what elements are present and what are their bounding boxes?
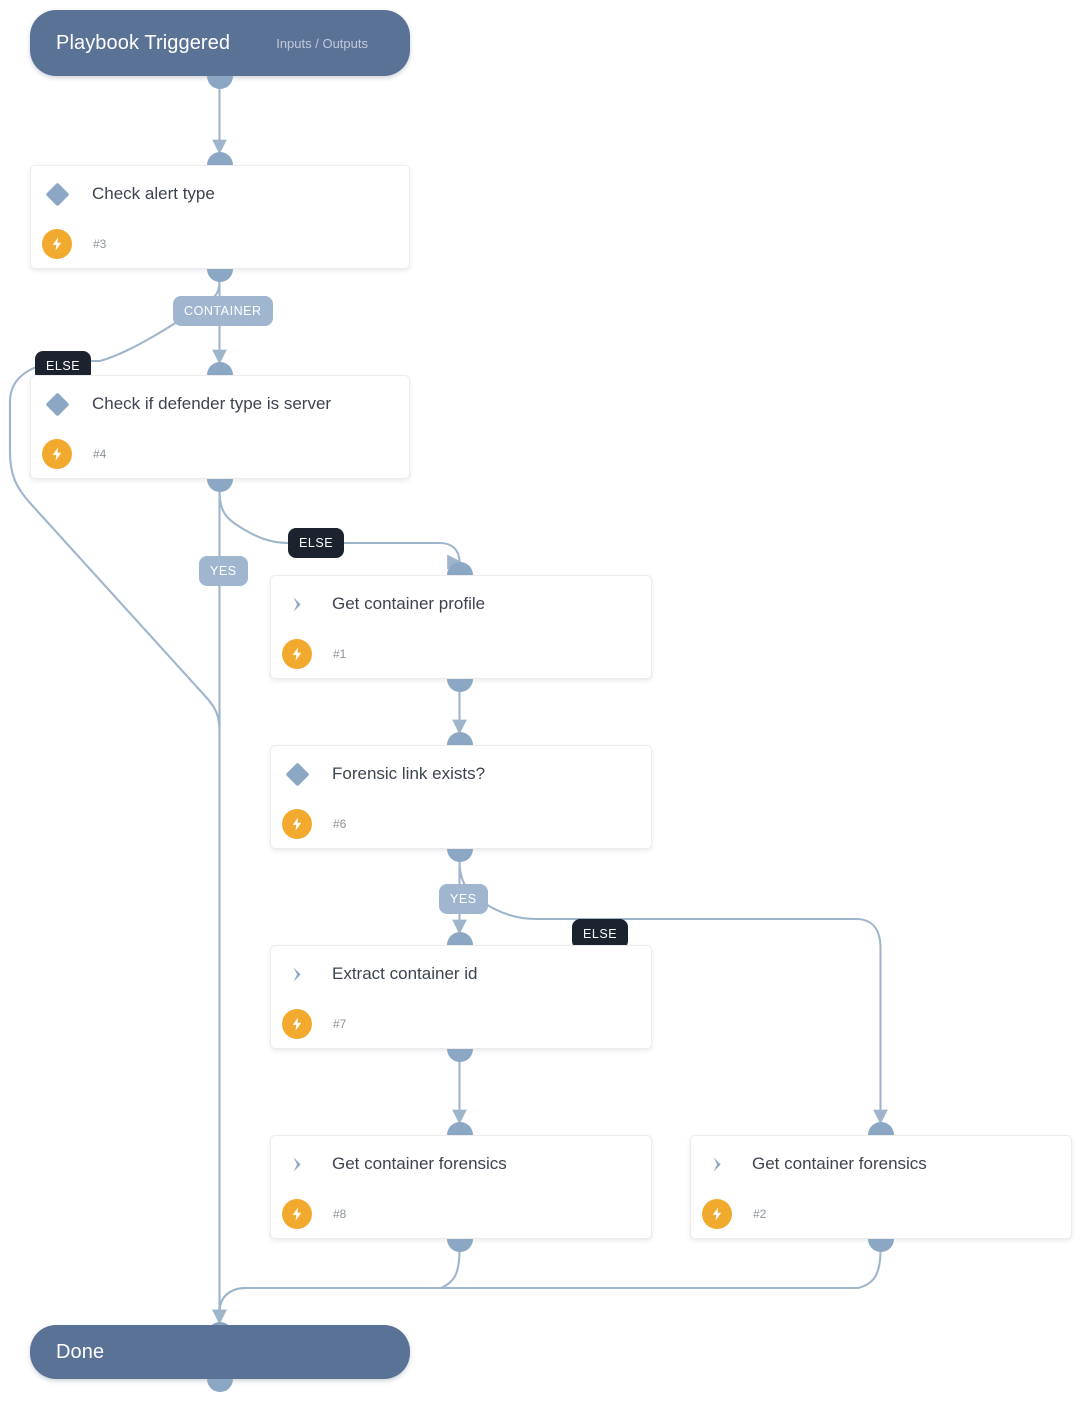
bolt-icon: [31, 229, 83, 259]
connector-n1-in: [446, 562, 473, 575]
node-label: Get container forensics: [332, 1154, 507, 1173]
edge-badge-yes-n6-label: YES: [450, 892, 477, 906]
bolt-icon: [691, 1199, 743, 1229]
edge-badge-yes-n4-label: YES: [210, 564, 237, 578]
connector-n4-out: [206, 479, 233, 492]
node-check-alert-type[interactable]: Check alert type #3: [30, 165, 410, 269]
node-number: #3: [93, 237, 107, 251]
node-header-row: Check if defender type is server: [31, 376, 409, 432]
connector-n7-out: [446, 1049, 473, 1062]
node-label: Forensic link exists?: [332, 764, 486, 783]
node-number: #1: [333, 647, 347, 661]
connector-n3-in: [206, 152, 233, 165]
edge-badge-yes-n4[interactable]: YES: [199, 556, 248, 586]
edge-badge-container[interactable]: CONTAINER: [173, 296, 273, 326]
connector-done-out: [206, 1379, 233, 1392]
done-node-label: Done: [56, 1340, 105, 1363]
connector-n8-out: [446, 1239, 473, 1252]
start-node-label: Playbook Triggered: [56, 31, 231, 54]
node-forensic-link-exists[interactable]: Forensic link exists? #6: [270, 745, 652, 849]
bolt-icon: [271, 1009, 323, 1039]
connector-n2-out: [867, 1239, 894, 1252]
connector-n6-out: [446, 849, 473, 862]
chevron-right-icon: [271, 965, 323, 984]
connector-start-out: [206, 76, 233, 89]
connector-n3-out: [206, 269, 233, 282]
inputs-outputs-label[interactable]: Inputs / Outputs: [276, 35, 368, 51]
node-footer-row: #7: [271, 1000, 651, 1048]
edge-badge-else-n4-label: ELSE: [299, 536, 334, 550]
start-node[interactable]: Playbook Triggered Inputs / Outputs: [30, 10, 410, 76]
node-number: #8: [333, 1207, 347, 1221]
chevron-right-icon: [271, 1155, 323, 1174]
edge-badge-yes-n6[interactable]: YES: [439, 884, 488, 914]
diamond-icon: [31, 181, 83, 207]
node-footer-row: #6: [271, 800, 651, 848]
node-footer-row: #3: [31, 220, 409, 268]
node-number: #6: [333, 817, 347, 831]
connector-n6-in: [446, 732, 473, 745]
edge-badge-else-n4[interactable]: ELSE: [288, 528, 345, 558]
connector-n8-in: [446, 1122, 473, 1135]
node-footer-row: #2: [691, 1190, 1071, 1238]
node-header-row: Get container forensics: [271, 1136, 651, 1192]
node-header-row: Forensic link exists?: [271, 746, 651, 802]
chevron-right-icon: [271, 595, 323, 614]
bolt-icon: [271, 809, 323, 839]
node-header-row: Get container profile: [271, 576, 651, 632]
node-extract-container-id[interactable]: Extract container id #7: [270, 945, 652, 1049]
bolt-icon: [271, 1199, 323, 1229]
node-label: Extract container id: [332, 964, 478, 983]
bolt-icon: [271, 639, 323, 669]
connector-n2-in: [867, 1122, 894, 1135]
edge-badge-else-n6[interactable]: ELSE: [572, 919, 629, 949]
bolt-icon: [31, 439, 83, 469]
node-label: Get container forensics: [752, 1154, 927, 1173]
node-label: Get container profile: [332, 594, 486, 613]
chevron-right-icon: [691, 1155, 743, 1174]
edge-badge-else-n6-label: ELSE: [583, 927, 618, 941]
node-label: Check alert type: [92, 184, 215, 203]
node-get-container-forensics-8[interactable]: Get container forensics #8: [270, 1135, 652, 1239]
diamond-icon: [271, 761, 323, 787]
connector-n7-in: [446, 932, 473, 945]
diamond-icon: [31, 391, 83, 417]
node-header-row: Extract container id: [271, 946, 651, 1002]
edge-badge-else-n3-label: ELSE: [46, 359, 81, 373]
node-header-row: Get container forensics: [691, 1136, 1071, 1192]
connector-n4-in: [206, 362, 233, 375]
node-header-row: Check alert type: [31, 166, 409, 222]
node-label: Check if defender type is server: [92, 394, 332, 413]
node-footer-row: #1: [271, 630, 651, 678]
node-footer-row: #8: [271, 1190, 651, 1238]
node-number: #2: [753, 1207, 767, 1221]
node-number: #4: [93, 447, 107, 461]
node-check-defender-type[interactable]: Check if defender type is server #4: [30, 375, 410, 479]
done-node[interactable]: Done: [30, 1325, 410, 1379]
edge-badge-container-label: CONTAINER: [184, 304, 262, 318]
node-get-container-profile[interactable]: Get container profile #1: [270, 575, 652, 679]
connector-n1-out: [446, 679, 473, 692]
node-number: #7: [333, 1017, 347, 1031]
node-footer-row: #4: [31, 430, 409, 478]
node-get-container-forensics-2[interactable]: Get container forensics #2: [690, 1135, 1072, 1239]
